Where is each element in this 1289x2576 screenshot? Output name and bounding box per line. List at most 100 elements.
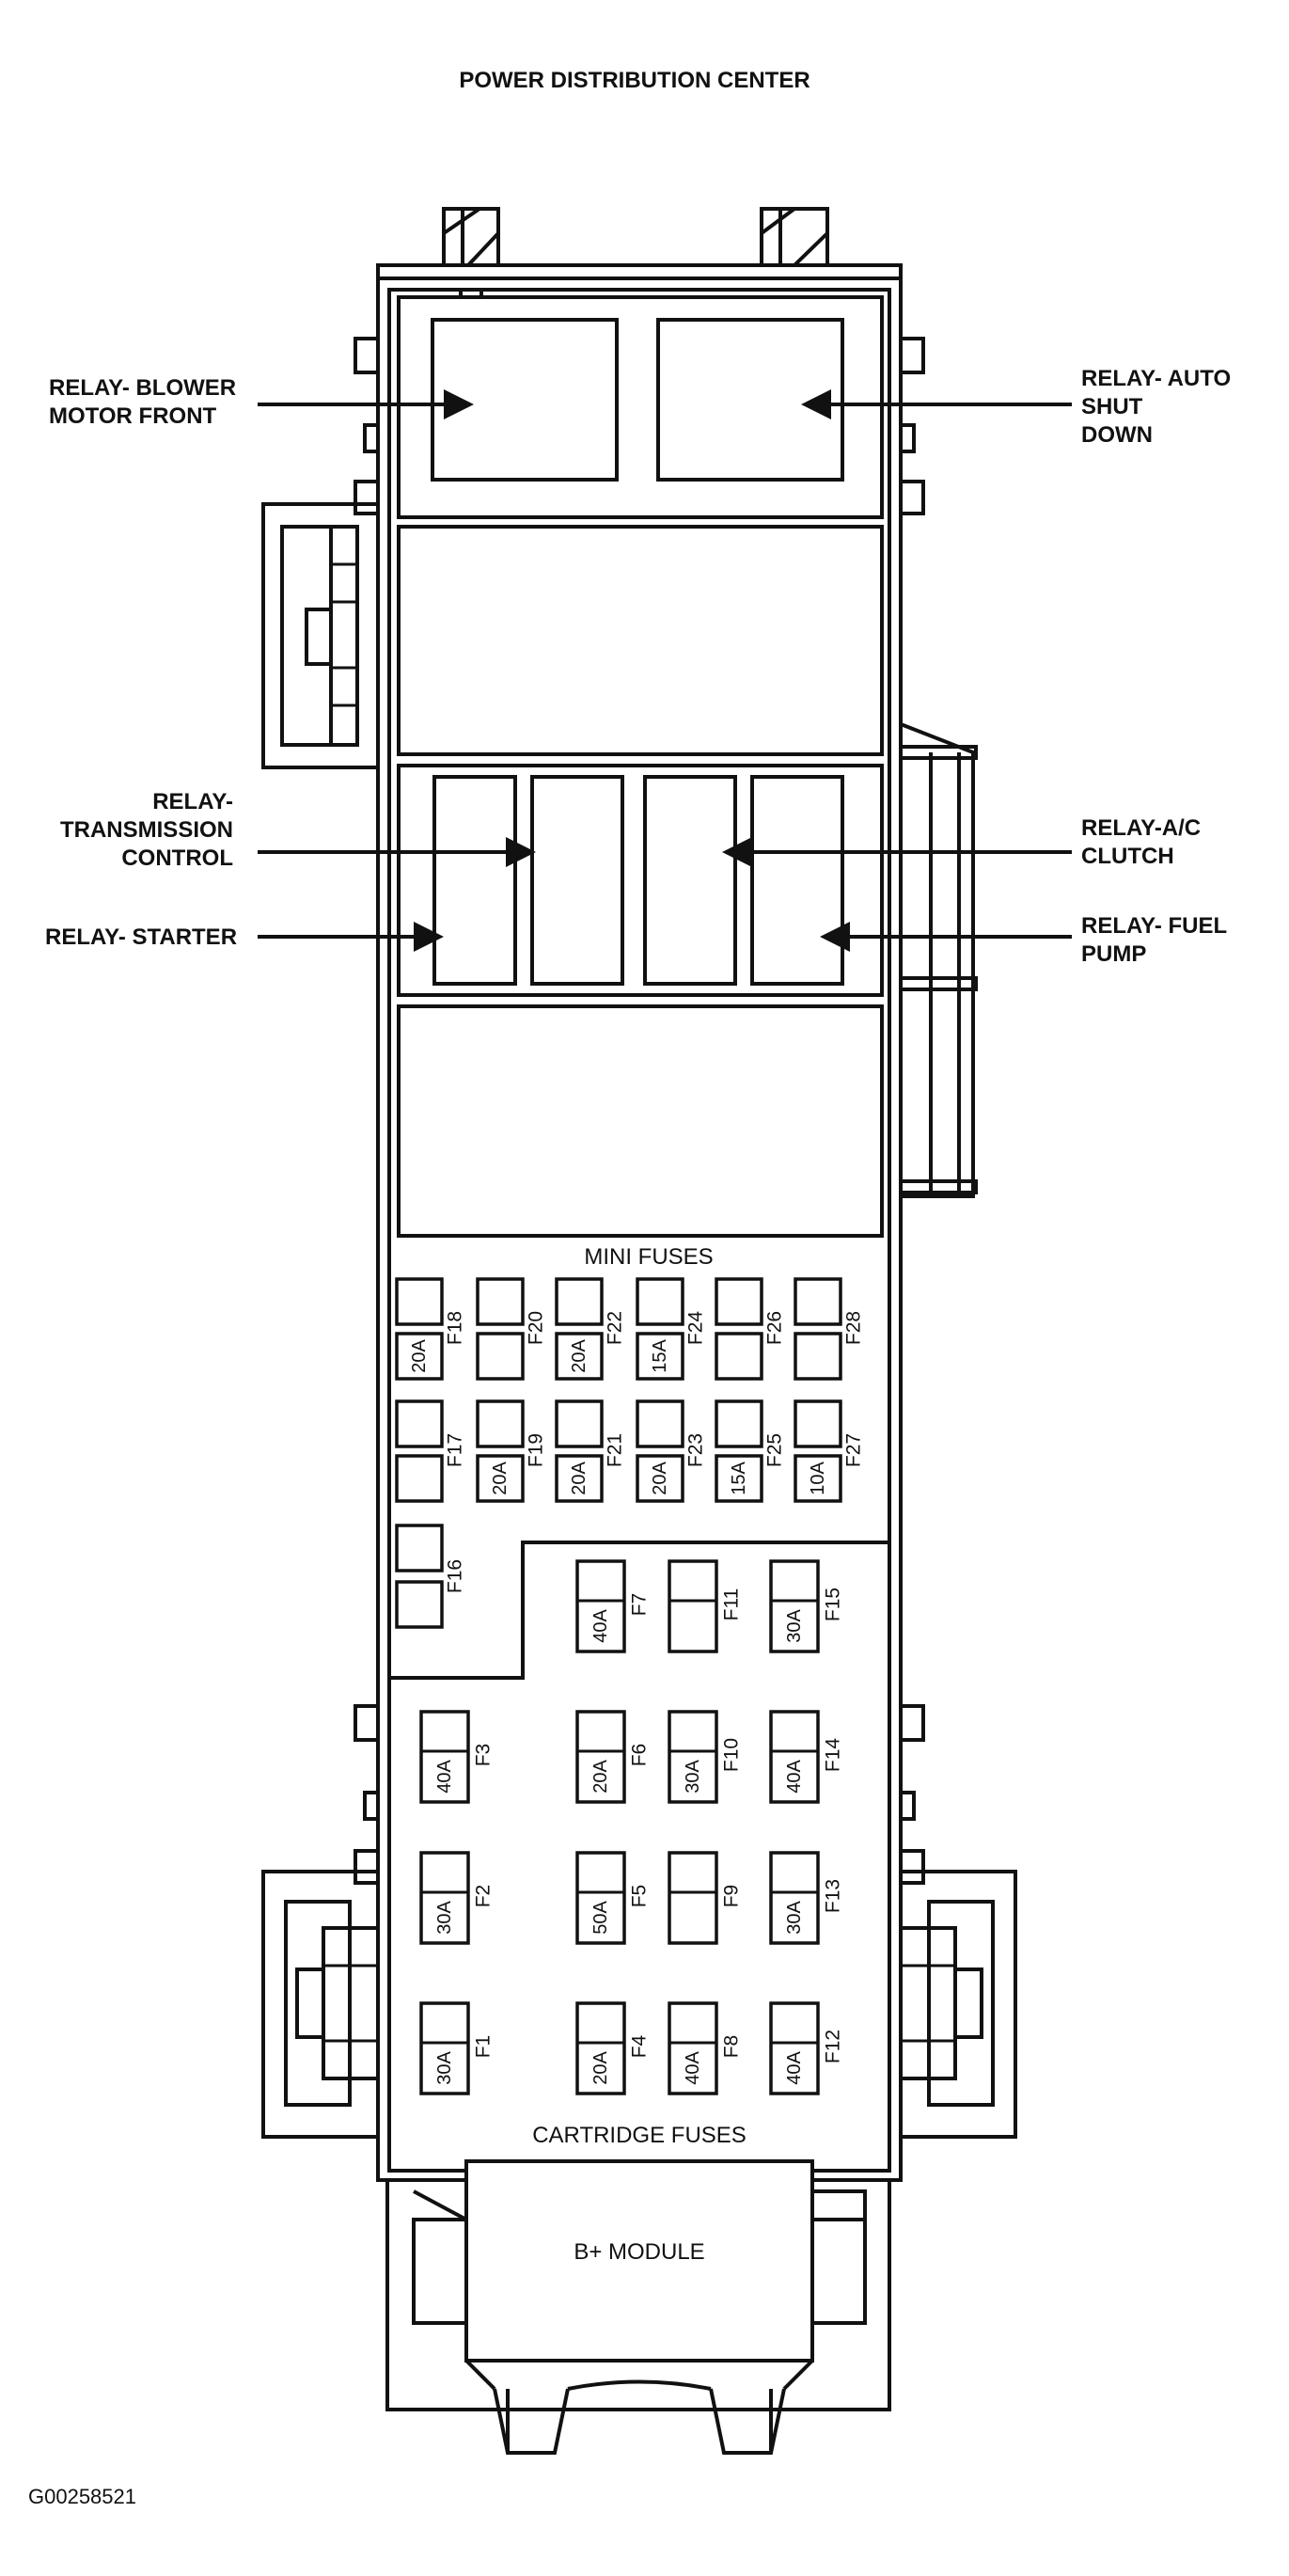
fuse-id: F4 — [629, 2034, 651, 2058]
cartridge-fuse-area — [389, 1541, 889, 1680]
fuse-rating: 30A — [683, 1760, 703, 1794]
fuse-id: F6 — [629, 1744, 651, 1767]
fuse-rating: 30A — [784, 1901, 805, 1935]
callout-relay-starter: RELAY- STARTER — [45, 925, 237, 950]
callout-starter: RELAY- STARTER — [45, 922, 444, 952]
fuse-slot — [715, 1277, 763, 1326]
fuse-slot — [395, 1332, 444, 1381]
fuse-rating: 30A — [434, 1901, 455, 1935]
cartridge-fuse-body — [668, 1710, 718, 1804]
relay-compartment-middle — [397, 764, 884, 997]
fuse-id: F16 — [445, 1559, 466, 1593]
fuse-id: F8 — [721, 2035, 743, 2059]
relay-transmission-control — [530, 775, 624, 986]
fuse-id: F9 — [721, 1885, 743, 1908]
callout-line: PUMP — [1081, 941, 1146, 967]
fuse-rating: 20A — [590, 2051, 611, 2085]
fuse-slot — [555, 1399, 604, 1448]
fuse-id: F12 — [823, 2030, 844, 2063]
fuse-slot — [715, 1399, 763, 1448]
cartridge-fuse-f13: 30A F13 — [769, 1851, 844, 1945]
mini-fuse-f17: F17 — [395, 1399, 466, 1503]
mini-fuses-label: MINI FUSES — [584, 1244, 713, 1270]
cartridge-fuse-body — [419, 2001, 470, 2095]
callout-line: RELAY-A/C — [1081, 815, 1201, 841]
cartridge-fuse-f10: 30A F10 — [668, 1710, 743, 1804]
mini-fuse-f20: F20 — [476, 1277, 547, 1381]
left-side-tabs — [354, 337, 380, 1885]
fuse-id: F11 — [721, 1588, 743, 1621]
diagram-title: POWER DISTRIBUTION CENTER — [459, 68, 810, 93]
cartridge-fuse-f5: 50A F5 — [575, 1851, 651, 1945]
fuse-rating: 20A — [569, 1339, 589, 1373]
fuse-rating: 20A — [490, 1462, 511, 1495]
fuse-id: F21 — [605, 1433, 626, 1467]
callout-line: RELAY- BLOWER — [49, 375, 236, 401]
fuse-id: F28 — [843, 1311, 865, 1345]
right-side-rails — [899, 722, 978, 1198]
relay-blower-motor-front — [431, 318, 619, 482]
cartridge-fuse-body — [769, 1710, 820, 1804]
fuse-slot — [395, 1524, 444, 1572]
cartridge-fuse-body — [769, 1851, 820, 1945]
callout-line: MOTOR FRONT — [49, 403, 217, 429]
fuse-id: F5 — [629, 1885, 651, 1908]
callout-line: RELAY- — [152, 789, 233, 814]
fuse-slot — [715, 1332, 763, 1381]
callout-line: RELAY- FUEL — [1081, 913, 1227, 939]
fuse-slot — [636, 1454, 684, 1503]
mini-fuse-f26: F26 — [715, 1277, 786, 1381]
fuse-id: F26 — [764, 1311, 786, 1345]
cartridge-fuse-body — [668, 2001, 718, 2095]
callout-line: CLUTCH — [1081, 844, 1174, 869]
empty-compartment-upper — [397, 525, 884, 756]
fuse-id: F14 — [823, 1738, 844, 1773]
fuse-id: F13 — [823, 1879, 844, 1913]
fuse-slot — [794, 1277, 842, 1326]
fuse-slot — [794, 1454, 842, 1503]
cartridge-fuse-body — [575, 1851, 626, 1945]
cartridge-fuse-body — [419, 1851, 470, 1945]
callout-line: CONTROL — [121, 845, 233, 871]
cartridge-fuse-body — [668, 1851, 718, 1945]
fuse-rating: 20A — [569, 1462, 589, 1495]
cartridge-fuse-body — [668, 1559, 718, 1653]
fuse-rating: 30A — [784, 1609, 805, 1643]
fuse-rating: 40A — [683, 2051, 703, 2085]
fuse-rating: 40A — [784, 1760, 805, 1794]
fuse-id: F24 — [685, 1311, 707, 1346]
fuse-slot — [555, 1332, 604, 1381]
callout-line: DOWN — [1081, 422, 1153, 448]
callout-line: RELAY- AUTO — [1081, 366, 1231, 391]
fuse-rating: 40A — [434, 1760, 455, 1794]
callout-line: RELAY- STARTER — [45, 925, 237, 950]
right-side-tabs — [899, 337, 925, 1885]
cartridge-fuse-body — [575, 1710, 626, 1804]
callout-ac: RELAY-A/C CLUTCH — [722, 815, 1201, 869]
cartridge-fuse-body — [575, 1559, 626, 1653]
callout-relay-ac-clutch: RELAY-A/C CLUTCH — [1081, 815, 1201, 869]
cartridge-fuse-body — [419, 1710, 470, 1804]
fuse-rating: 15A — [729, 1462, 749, 1495]
fuse-slot — [476, 1454, 525, 1503]
fuse-rating: 50A — [590, 1901, 611, 1935]
b-plus-module: B+ MODULE — [385, 2159, 891, 2455]
fuse-id: F1 — [473, 2035, 495, 2059]
cartridge-fuse-body — [769, 1559, 820, 1653]
fuse-slot — [794, 1399, 842, 1448]
fuse-id: F10 — [721, 1738, 743, 1772]
